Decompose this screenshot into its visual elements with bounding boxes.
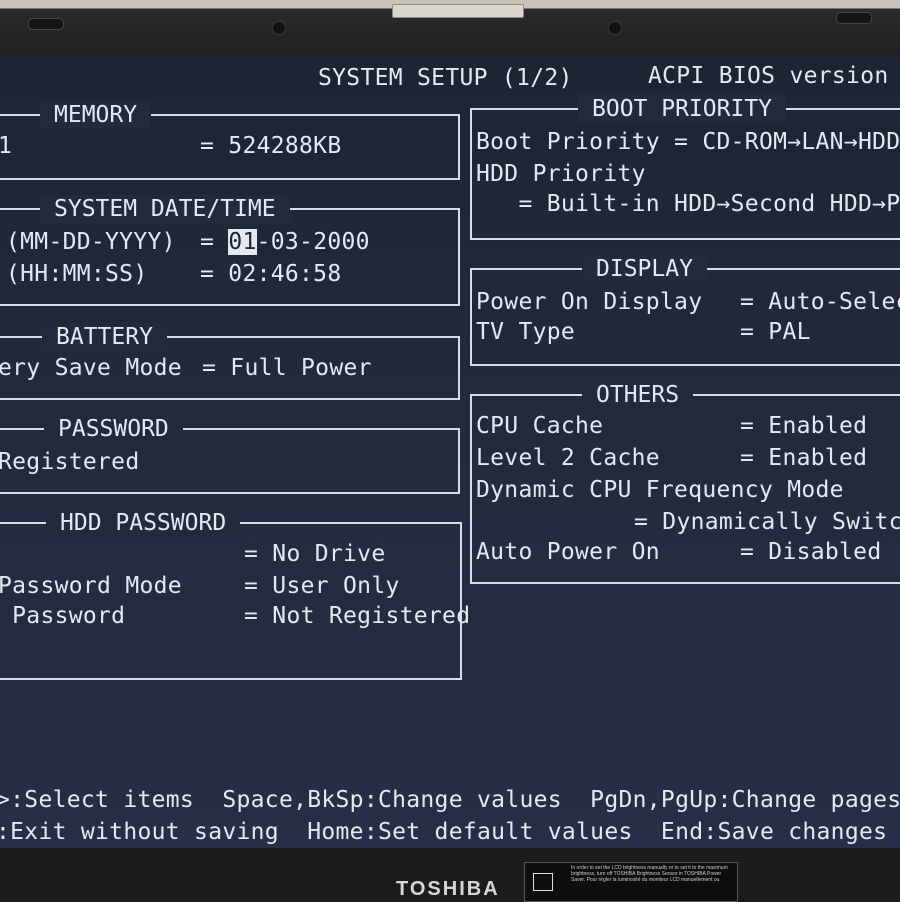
datetime-panel: SYSTEM DATE/TIME bbox=[0, 195, 460, 306]
bezel-screw-left bbox=[272, 21, 286, 35]
hdd-drive-value[interactable]: = No Drive bbox=[244, 541, 386, 567]
dynamic-cpu-frequency-value[interactable]: = Dynamically Switch bbox=[634, 509, 900, 535]
hdd-password-mode-value[interactable]: = User Only bbox=[244, 573, 400, 599]
level2-cache-label: Level 2 Cache bbox=[476, 445, 660, 471]
datetime-panel-title: SYSTEM DATE/TIME bbox=[40, 195, 290, 223]
memory-row-label: 1 bbox=[0, 133, 13, 159]
sticker-text: In order to set the LCD brightness manua… bbox=[571, 865, 728, 883]
power-on-display-label: Power On Display bbox=[476, 289, 703, 315]
date-field[interactable]: = 01-03-2000 bbox=[200, 228, 370, 256]
display-panel: DISPLAY bbox=[470, 255, 900, 366]
auto-power-on-label: Auto Power On bbox=[476, 539, 660, 565]
bezel-slot-right bbox=[836, 12, 872, 24]
boot-priority-panel: BOOT PRIORITY bbox=[470, 95, 900, 240]
boot-priority-row[interactable]: Boot Priority = CD-ROM→LAN→HDD→F bbox=[476, 129, 900, 155]
cpu-cache-label: CPU Cache bbox=[476, 413, 604, 439]
others-panel-title: OTHERS bbox=[582, 381, 694, 409]
time-field[interactable]: = 02:46:58 bbox=[200, 261, 342, 287]
auto-power-on-value[interactable]: = Disabled bbox=[740, 539, 882, 565]
battery-save-mode-label: ery Save Mode bbox=[0, 355, 182, 381]
page-title: SYSTEM SETUP (1/2) bbox=[318, 65, 573, 91]
date-equals: = bbox=[200, 229, 215, 255]
level2-cache-value[interactable]: = Enabled bbox=[740, 445, 868, 471]
power-on-display-value[interactable]: = Auto-Selec bbox=[740, 289, 900, 315]
password-panel-title: PASSWORD bbox=[44, 415, 183, 443]
screen-bezel-bottom bbox=[0, 848, 900, 900]
display-panel-title: DISPLAY bbox=[582, 255, 707, 283]
memory-size-value: = 524288KB bbox=[200, 133, 342, 159]
dynamic-cpu-frequency-label: Dynamic CPU Frequency Mode bbox=[476, 477, 844, 503]
bios-screen: SYSTEM SETUP (1/2) ACPI BIOS version = M… bbox=[0, 56, 900, 848]
memory-panel: MEMORY bbox=[0, 101, 460, 180]
hdd-user-password-label: Password bbox=[0, 603, 126, 629]
brightness-sensor-sticker: In order to set the LCD brightness manua… bbox=[524, 862, 738, 902]
date-day-year: -03-2000 bbox=[256, 229, 370, 255]
date-format-label: (MM-DD-YYYY) bbox=[6, 229, 176, 255]
help-line-actions: :Exit without saving Home:Set default va… bbox=[0, 819, 900, 845]
hinge-latch bbox=[392, 4, 524, 18]
hdd-user-password-value[interactable]: = Not Registered bbox=[244, 603, 471, 629]
hdd-priority-label: HDD Priority bbox=[476, 161, 646, 187]
battery-save-mode-value[interactable]: = Full Power bbox=[202, 355, 372, 381]
bezel-slot-left bbox=[28, 18, 64, 30]
screen-bezel-top bbox=[0, 0, 900, 62]
hdd-password-panel: HDD PASSWORD bbox=[0, 509, 462, 680]
boot-priority-panel-title: BOOT PRIORITY bbox=[578, 95, 787, 123]
password-status-value[interactable]: Registered bbox=[0, 449, 140, 475]
hdd-password-mode-label: Password Mode bbox=[0, 573, 182, 599]
time-format-label: (HH:MM:SS) bbox=[6, 261, 148, 287]
bios-version-label: ACPI BIOS version = bbox=[648, 63, 900, 89]
tv-type-label: TV Type bbox=[476, 319, 576, 345]
date-month-cursor[interactable]: 01 bbox=[228, 229, 257, 255]
cpu-cache-value[interactable]: = Enabled bbox=[740, 413, 868, 439]
others-panel: OTHERS bbox=[470, 381, 900, 584]
hdd-password-panel-title: HDD PASSWORD bbox=[46, 509, 241, 537]
battery-panel-title: BATTERY bbox=[42, 323, 167, 351]
bezel-screw-right bbox=[608, 21, 622, 35]
password-panel: PASSWORD bbox=[0, 415, 460, 494]
hdd-priority-value[interactable]: = Built-in HDD→Second HDD→PC bbox=[476, 191, 900, 217]
monitor-icon bbox=[533, 873, 553, 891]
battery-panel: BATTERY bbox=[0, 323, 460, 400]
toshiba-logo: TOSHIBA bbox=[396, 878, 500, 900]
memory-panel-title: MEMORY bbox=[40, 101, 152, 129]
tv-type-value[interactable]: = PAL bbox=[740, 319, 811, 345]
help-line-navigation: >:Select items Space,BkSp:Change values … bbox=[0, 787, 900, 813]
